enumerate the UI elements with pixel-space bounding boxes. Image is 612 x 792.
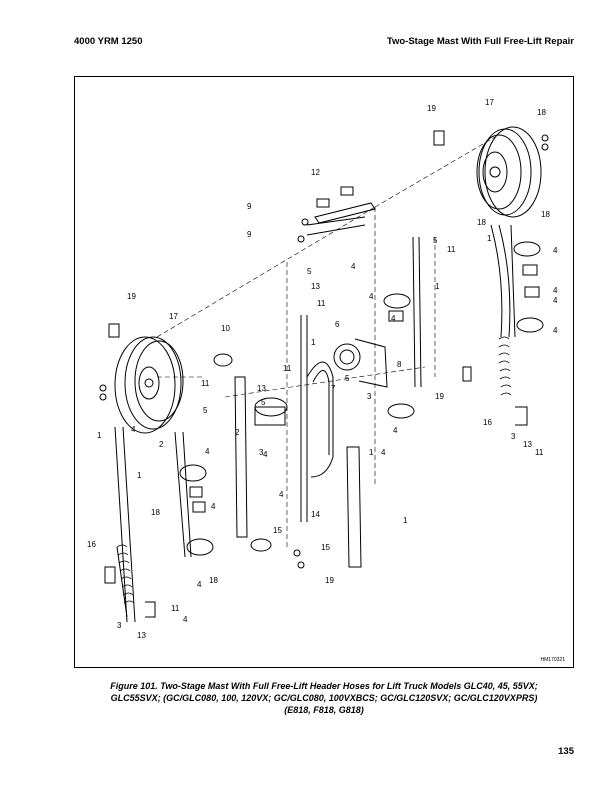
section-title: Two-Stage Mast With Full Free-Lift Repai… xyxy=(386,36,574,47)
part-callout: 11 xyxy=(283,364,292,373)
part-callout: 3 xyxy=(511,432,516,441)
figure-caption: Figure 101. Two-Stage Mast With Full Fre… xyxy=(74,680,574,716)
part-callout: 1 xyxy=(311,338,316,347)
part-callout: 4 xyxy=(183,615,188,624)
part-callout: 4 xyxy=(553,296,558,305)
part-callout: 3 xyxy=(117,621,122,630)
part-callout: 18 xyxy=(209,576,218,585)
part-callout: 18 xyxy=(541,210,550,219)
part-callout: 8 xyxy=(397,360,402,369)
part-callout: 11 xyxy=(535,448,544,457)
part-callout: 2 xyxy=(235,428,240,437)
part-callout: 19 xyxy=(435,392,444,401)
part-callout: 1 xyxy=(137,471,142,480)
part-callout: 4 xyxy=(381,448,386,457)
part-callout: 18 xyxy=(151,508,160,517)
part-callout: 15 xyxy=(273,526,282,535)
part-callout: 4 xyxy=(197,580,202,589)
part-callout: 4 xyxy=(553,246,558,255)
part-callout: 6 xyxy=(335,320,340,329)
part-callout: 4 xyxy=(131,425,136,434)
part-callout: 4 xyxy=(391,314,396,323)
part-callout: 19 xyxy=(427,104,436,113)
part-callout: 12 xyxy=(311,168,320,177)
part-callout: 5 xyxy=(261,398,266,407)
part-callout: 18 xyxy=(477,218,486,227)
caption-line: (E818, F818, G818) xyxy=(284,705,364,715)
part-callout: 4 xyxy=(553,286,558,295)
part-callout: 11 xyxy=(171,604,180,613)
part-callout: 1 xyxy=(97,431,102,440)
part-callout: 4 xyxy=(211,502,216,511)
part-callout: 1 xyxy=(403,516,408,525)
page-number: 135 xyxy=(558,746,574,757)
part-callout: 7 xyxy=(331,384,336,393)
caption-line: Figure 101. Two-Stage Mast With Full Fre… xyxy=(110,681,538,691)
part-callout: 18 xyxy=(537,108,546,117)
caption-line: GLC55SVX; (GC/GLC080, 100, 120VX; GC/GLC… xyxy=(110,693,538,703)
part-callout: 4 xyxy=(393,426,398,435)
part-callout: 14 xyxy=(311,510,320,519)
part-callout: 11 xyxy=(447,245,456,254)
document-code: 4000 YRM 1250 xyxy=(74,36,143,47)
left-sheave xyxy=(114,336,184,434)
part-callout: 3 xyxy=(259,448,264,457)
part-callout: 13 xyxy=(311,282,320,291)
part-callout: 1 xyxy=(369,448,374,457)
part-callout: 19 xyxy=(127,292,136,301)
part-callout: 4 xyxy=(369,292,374,301)
part-callout: 13 xyxy=(523,440,532,449)
part-callout: 11 xyxy=(201,379,210,388)
part-callout: 13 xyxy=(257,384,266,393)
part-callout: 2 xyxy=(159,440,164,449)
drawing-code: HM170321 xyxy=(540,657,565,663)
part-callout: 4 xyxy=(279,490,284,499)
part-callout: 4 xyxy=(263,450,268,459)
part-callout: 9 xyxy=(247,202,252,211)
part-callout: 10 xyxy=(221,324,230,333)
part-callout: 15 xyxy=(321,543,330,552)
part-callout: 5 xyxy=(345,374,350,383)
part-callout: 4 xyxy=(205,447,210,456)
part-callout: 5 xyxy=(433,236,438,245)
part-callout: 11 xyxy=(317,299,326,308)
part-callout: 16 xyxy=(87,540,96,549)
part-callout: 19 xyxy=(325,576,334,585)
exploded-parts-drawing: 1917181299181851114444541311441119171068… xyxy=(87,98,558,640)
right-sheave xyxy=(476,126,542,218)
part-callout: 16 xyxy=(483,418,492,427)
part-callout: 5 xyxy=(307,267,312,276)
part-callout: 17 xyxy=(169,312,178,321)
part-callout: 4 xyxy=(351,262,356,271)
part-callout: 1 xyxy=(435,282,440,291)
part-callout: 13 xyxy=(137,631,146,640)
part-callout: 4 xyxy=(553,326,558,335)
part-callout: 5 xyxy=(203,406,208,415)
part-callout: 1 xyxy=(487,234,492,243)
part-callout: 17 xyxy=(485,98,494,107)
part-callout: 3 xyxy=(367,392,372,401)
part-callout: 9 xyxy=(247,230,252,239)
